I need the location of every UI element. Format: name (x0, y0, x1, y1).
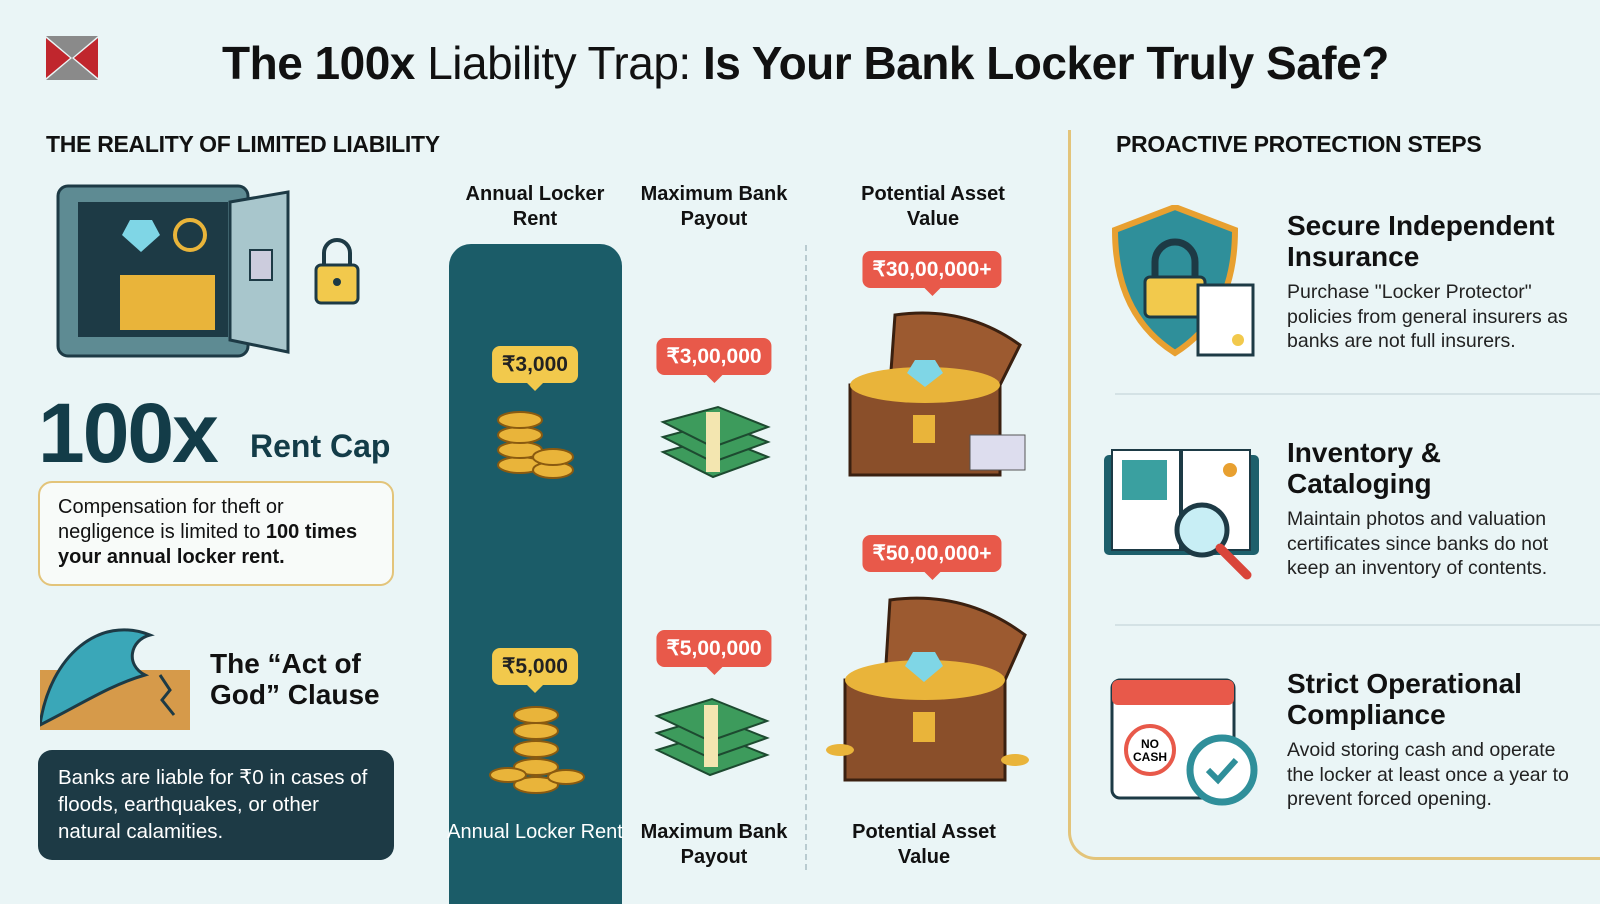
header-asset-value: Potential Asset Value (861, 183, 1005, 230)
annual-rent-column (449, 244, 622, 904)
wave-earthquake-icon (40, 628, 190, 730)
cash-stack-icon (654, 697, 770, 777)
payout-badge-1: ₹3,00,000 (656, 338, 772, 383)
rent-badge-2: ₹5,000 (492, 648, 578, 693)
left-heading: THE REALITY OF LIMITED LIABILITY (46, 131, 440, 157)
page-title: The 100x Liability Trap: Is Your Bank Lo… (222, 37, 1389, 89)
asset-badge-1: ₹30,00,000+ (862, 251, 1002, 296)
asset-badge-2: ₹50,00,000+ (862, 535, 1002, 580)
act-of-god-title: The “Act of God” Clause (210, 648, 380, 710)
coins-icon (497, 411, 574, 479)
footer-annual-rent: Annual Locker Rent (447, 821, 623, 843)
treasure-chest-icon (826, 596, 1029, 782)
rent-badge-1: ₹3,000 (492, 346, 578, 391)
cash-stack-icon (660, 405, 771, 479)
footer-max-payout: Maximum Bank Payout (640, 821, 788, 868)
logo-icon (46, 36, 98, 80)
safe-icon (56, 184, 360, 358)
right-heading: PROACTIVE PROTECTION STEPS (1116, 131, 1482, 157)
rent-cap-label: Rent Cap (250, 428, 391, 464)
header-annual-rent: Annual Locker Rent (465, 183, 605, 230)
footer-asset-value: Potential Asset Value (852, 821, 996, 868)
treasure-chest-icon (848, 311, 1026, 477)
divider (805, 245, 807, 870)
separator (1115, 393, 1600, 395)
compensation-box: Compensation for theft or negligence is … (38, 481, 394, 586)
separator (1115, 624, 1600, 626)
shield-lock-icon (1111, 205, 1255, 357)
protection-panel (1068, 130, 1600, 860)
coins-icon (489, 706, 585, 794)
header-max-payout: Maximum Bank Payout (640, 183, 788, 230)
100x-figure: 100x (38, 386, 219, 480)
act-of-god-box: Banks are liable for ₹0 in cases of floo… (38, 750, 394, 860)
inventory-book-icon (1104, 449, 1259, 580)
payout-badge-2: ₹5,00,000 (656, 630, 772, 675)
